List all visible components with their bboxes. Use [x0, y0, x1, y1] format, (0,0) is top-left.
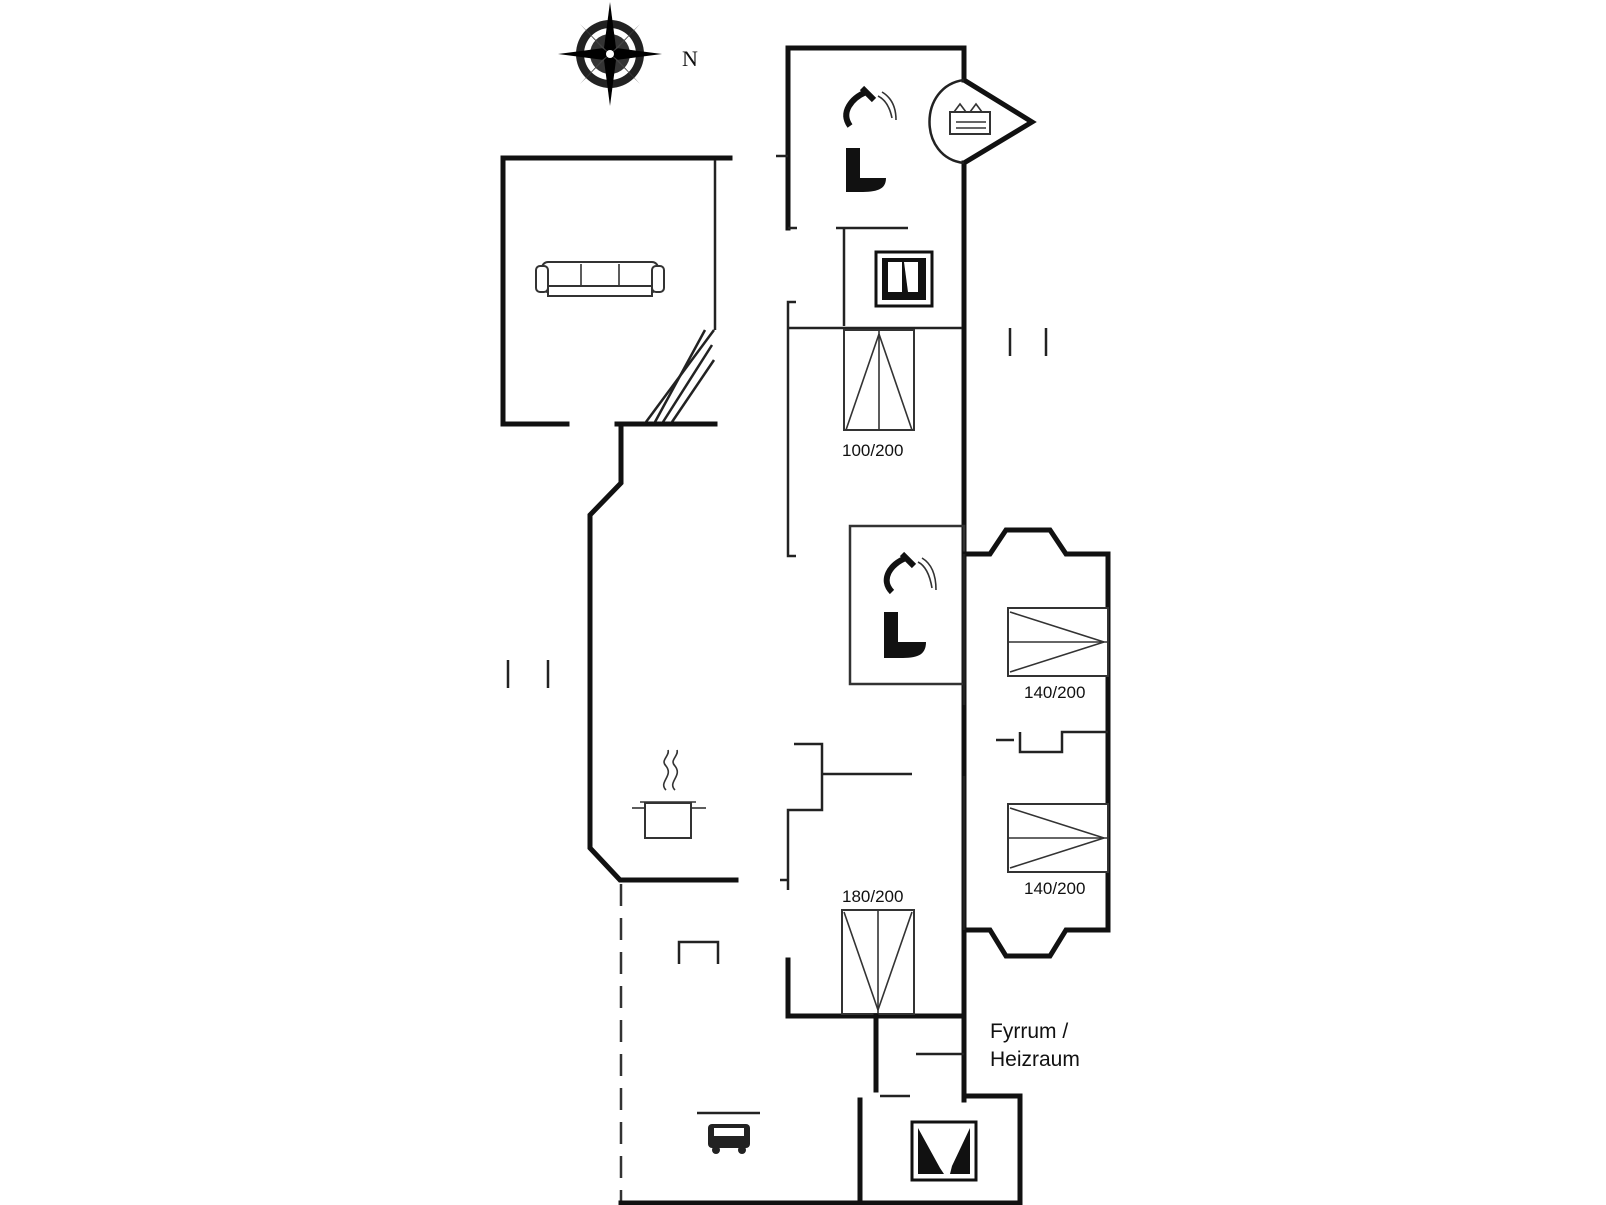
bed-icon	[1007, 803, 1109, 873]
car-icon	[697, 1111, 760, 1154]
washer-room-walls	[788, 226, 962, 330]
bed-size-label: 140/200	[1024, 683, 1085, 702]
bedroom-right-walls	[961, 527, 1111, 959]
toilet-icon	[846, 148, 886, 192]
bedroom-1-walls	[786, 300, 796, 558]
north-label: N	[682, 46, 698, 71]
window-icon	[506, 660, 550, 688]
carport-walls	[618, 884, 863, 1205]
bed-size-label: 180/200	[842, 887, 903, 906]
bathroom-2-walls	[848, 524, 966, 686]
sauna-icon	[928, 76, 1037, 167]
living-room-walls	[500, 155, 733, 427]
utility-room-label: Fyrrum /	[990, 1020, 1068, 1043]
cooking-pot-icon	[632, 749, 706, 839]
dishwasher-icon	[677, 940, 720, 964]
bed-icon	[841, 909, 915, 1015]
shower-icon	[843, 85, 897, 128]
bed-size-label: 100/200	[842, 441, 903, 460]
toilet-icon	[884, 612, 926, 658]
bedroom-4-walls	[780, 742, 967, 1019]
washing-machine-icon	[910, 1120, 978, 1182]
bed-size-label: 140/200	[1024, 879, 1085, 898]
utility-room-label: Heizraum	[990, 1048, 1080, 1071]
utility-room-walls	[857, 1013, 1023, 1205]
kitchen-walls	[587, 421, 739, 883]
bed-icon	[843, 329, 915, 431]
sofa-icon	[535, 261, 665, 297]
bed-icon	[1007, 607, 1109, 677]
shower-icon	[883, 551, 937, 595]
washing-machine-icon	[874, 250, 934, 308]
window-icon	[1008, 328, 1048, 356]
compass-rose-icon	[558, 2, 662, 106]
